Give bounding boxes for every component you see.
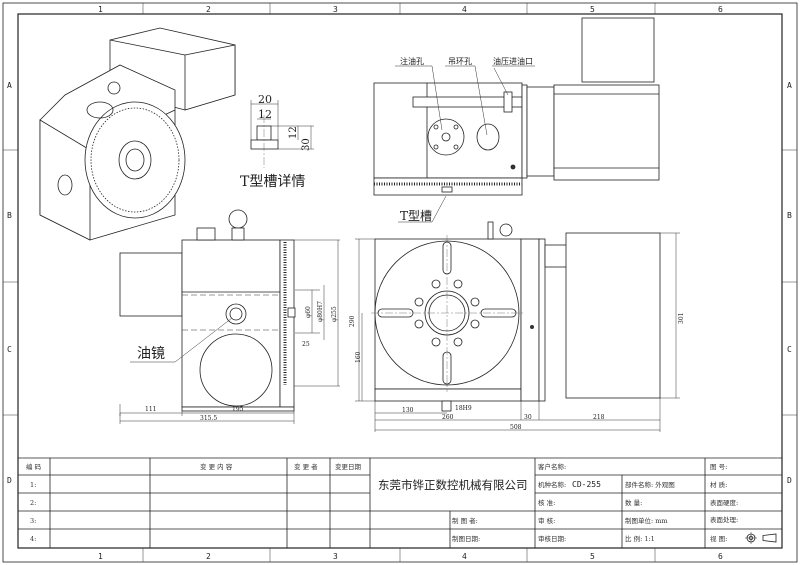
t-slot-label: T型槽 [400, 209, 432, 223]
dim-label: 20 [258, 93, 272, 106]
ruler-bottom: 1 2 3 4 5 6 [98, 552, 723, 561]
header-code: 编 码 [26, 462, 42, 471]
projection-symbol-icon [745, 532, 777, 544]
dim-label: 18H9 [455, 405, 472, 412]
t-slot-detail-label: T型槽详情 [240, 174, 305, 190]
oil-fill-hole-label: 注油孔 [400, 56, 424, 66]
dim-label: 260 [442, 414, 454, 421]
oil-sight-glass-label: 油镜 [137, 346, 165, 362]
title-block-grid [18, 457, 782, 548]
quantity-field: 数 量: [625, 498, 642, 507]
col-label: 6 [718, 5, 723, 14]
surface-treatment-field: 表面处理: [710, 515, 738, 524]
drawing-number-field: 图 号: [710, 463, 727, 471]
row-number: 2: [30, 499, 36, 507]
row-label: D [7, 476, 12, 485]
dim-label: 508 [510, 424, 522, 431]
top-view: 注油孔 吊环孔 油压进油口 T型槽 [373, 17, 660, 223]
row-number: 3: [30, 517, 36, 525]
row-label: C [787, 345, 792, 354]
side-view: 油镜 111 195 315.5 φ60 φ80H7 φ255 25 [119, 209, 340, 424]
row-label: B [7, 211, 12, 220]
dim-label: φ80H7 [317, 301, 324, 322]
material-field: 材 质: [710, 480, 727, 489]
row-number: 1: [30, 481, 36, 489]
approve-field: 核 准: [538, 498, 555, 507]
dim-label: 111 [145, 406, 156, 413]
hardness-field: 表面硬度: [710, 498, 738, 507]
dim-label: 301 [678, 313, 685, 324]
dim-label: 25 [302, 341, 310, 348]
col-label: 4 [462, 5, 467, 14]
dim-label: 30 [301, 138, 312, 151]
row-label: A [7, 81, 12, 90]
header-date: 变更日期 [335, 462, 362, 471]
company-name: 东莞市铧正数控机械有限公司 [378, 478, 528, 492]
review-field: 审 核: [538, 516, 555, 525]
col-label: 6 [718, 552, 723, 561]
unit-field: 制图单位: mm [625, 516, 668, 525]
dim-label: 12 [288, 126, 299, 139]
dim-label: 12 [258, 108, 272, 121]
header-content: 变 更 内 容 [200, 462, 233, 471]
col-label: 3 [333, 5, 338, 14]
ruler-dividers [3, 3, 797, 562]
row-label: B [787, 211, 792, 220]
dim-label: 290 [349, 315, 356, 327]
row-label: A [787, 81, 792, 90]
title-block: 东莞市铧正数控机械有限公司 客户名称: 图 号: 机种名称: CD-255 部件… [378, 462, 777, 544]
dim-label: φ255 [331, 306, 338, 322]
ruler-right: A B C D [787, 81, 792, 485]
row-label: D [787, 476, 792, 485]
dim-label: 195 [232, 406, 244, 413]
col-label: 4 [462, 552, 467, 561]
ruler-left: A B C D [7, 81, 12, 485]
col-label: 1 [98, 5, 103, 14]
col-label: 3 [333, 552, 338, 561]
drawer-field: 制 图 者: [452, 516, 478, 525]
col-label: 5 [590, 5, 595, 14]
part-name-field: 部件名称: 外观图 [625, 480, 675, 489]
t-slot-detail: 20 12 12 30 T型槽详情 [240, 93, 314, 190]
header-changer: 变 更 者 [294, 462, 318, 471]
dim-label: 218 [593, 414, 605, 421]
col-label: 2 [206, 552, 211, 561]
view-field: 视 图: [710, 534, 727, 543]
model-value: CD-255 [572, 480, 601, 489]
col-label: 5 [590, 552, 595, 561]
row-number: 4: [30, 535, 36, 543]
review-date-field: 审核日期: [538, 534, 566, 543]
change-table: 编 码 变 更 内 容 变 更 者 变更日期 1: 2: 3: 4: [26, 462, 362, 543]
dim-label: 30 [524, 414, 532, 421]
front-view: 290 160 301 130 18H9 260 30 218 508 [349, 221, 685, 432]
draw-date-field: 制图日期: [452, 534, 480, 543]
row-label: C [7, 345, 12, 354]
dim-label: 160 [355, 351, 362, 363]
dim-label: 130 [402, 407, 414, 414]
dim-label: φ60 [305, 306, 312, 318]
hydraulic-oil-inlet-label: 油压进油口 [493, 56, 533, 66]
scale-field: 比 例: 1:1 [625, 534, 655, 543]
model-label: 机种名称: [538, 480, 566, 489]
customer-field: 客户名称: [538, 462, 566, 471]
ruler-top: 1 2 3 4 5 6 [98, 5, 723, 14]
dim-label: 315.5 [200, 415, 217, 422]
col-label: 1 [98, 552, 103, 561]
isometric-view [39, 27, 236, 241]
col-label: 2 [206, 5, 211, 14]
lifting-ring-hole-label: 吊环孔 [448, 57, 472, 66]
